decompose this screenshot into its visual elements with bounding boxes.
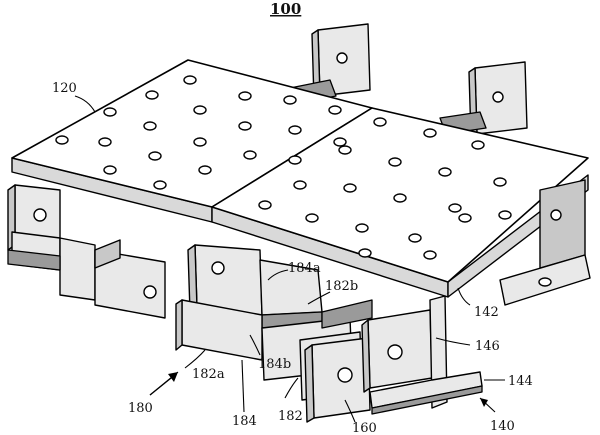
label-182a: 182a: [192, 367, 225, 382]
right-plate-holes: [258, 117, 512, 260]
figure-number: 100: [270, 0, 301, 18]
arrow-180: [149, 372, 178, 396]
left-plate-holes: [55, 75, 347, 190]
label-144: 144: [508, 374, 533, 389]
bracket-160: [304, 337, 371, 423]
label-140: 140: [490, 419, 515, 434]
label-160: 160: [352, 421, 377, 435]
bracket-144: [369, 371, 483, 415]
label-180: 180: [128, 401, 153, 416]
label-182b: 182b: [325, 279, 358, 294]
label-142: 142: [474, 305, 499, 320]
left-bracket-cluster: [7, 184, 166, 319]
label-184b: 184b: [258, 357, 291, 372]
label-146: 146: [475, 339, 500, 354]
bracket-140-side: [499, 179, 591, 306]
label-184a: 184a: [288, 261, 321, 276]
label-184: 184: [232, 414, 257, 429]
label-120: 120: [52, 81, 77, 96]
bracket-146: [361, 295, 448, 409]
label-182: 182: [278, 409, 303, 424]
bracket-184: [175, 244, 323, 361]
arrow-140: [480, 398, 488, 407]
